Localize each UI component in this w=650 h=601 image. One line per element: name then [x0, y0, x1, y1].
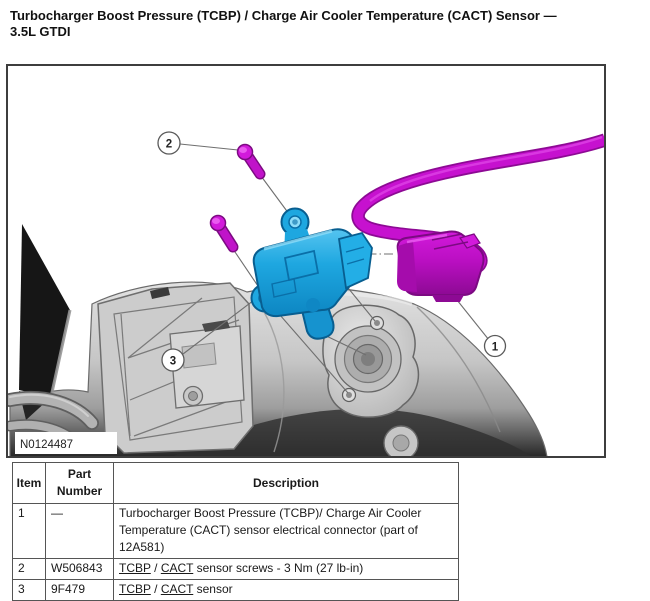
page-title-line1: Turbocharger Boost Pressure (TCBP) / Cha… — [10, 8, 557, 23]
table-row-3: 3 9F479 TCBP / CACT sensor — [12, 579, 459, 601]
figure-frame: 2 3 1 N0124487 — [6, 64, 606, 458]
callout-2-badge: 2 — [157, 131, 181, 155]
tcbp-link[interactable]: TCBP — [119, 582, 151, 596]
cact-link[interactable]: CACT — [160, 561, 194, 575]
row2-desc-rest: sensor screws - 3 Nm (27 lb-in) — [193, 561, 364, 575]
row3-desc-sep: / — [150, 582, 161, 596]
callout-3-badge: 3 — [161, 348, 185, 372]
row2-desc-sep: / — [150, 561, 161, 575]
row1-part-number: — — [45, 503, 114, 559]
row3-desc-rest: sensor — [193, 582, 233, 596]
page-title: Turbocharger Boost Pressure (TCBP) / Cha… — [10, 8, 644, 40]
row2-description: TCBP / CACT sensor screws - 3 Nm (27 lb-… — [113, 558, 459, 580]
row2-part-number: W506843 — [45, 558, 114, 580]
header-description: Description — [113, 462, 459, 504]
callout-2-number: 2 — [166, 139, 172, 151]
header-item: Item — [12, 462, 46, 504]
row1-description: Turbocharger Boost Pressure (TCBP)/ Char… — [113, 503, 459, 559]
tcbp-cact-sensor-illustration — [250, 207, 373, 340]
row1-item: 1 — [12, 503, 46, 559]
callout-3-number: 3 — [170, 356, 176, 368]
connector-harness-cable — [351, 133, 604, 276]
page-title-line2: 3.5L GTDI — [10, 24, 71, 39]
figure-id-label: N0124487 — [15, 432, 117, 454]
callout-1-number: 1 — [492, 342, 499, 354]
callout-1-badge: 1 — [483, 334, 507, 358]
tcbp-link[interactable]: TCBP — [119, 561, 151, 575]
row2-item: 2 — [12, 558, 46, 580]
header-part-number: Part Number — [45, 462, 114, 504]
figure-id-text: N0124487 — [20, 439, 73, 451]
parts-table: Item Part Number Description 1 — Turboch… — [12, 462, 459, 601]
electrical-connector-illustration — [396, 230, 485, 302]
parts-table-header-row: Item Part Number Description — [12, 462, 459, 504]
sensor-screw-upper — [236, 143, 266, 180]
sensor-mounting-boss — [322, 304, 420, 456]
row3-part-number: 9F479 — [45, 579, 114, 601]
table-row-1: 1 — Turbocharger Boost Pressure (TCBP)/ … — [12, 503, 459, 559]
sensor-screw-lower — [209, 214, 239, 253]
tcbp-sensor-diagram: 2 3 1 N0124487 — [8, 131, 604, 456]
row3-item: 3 — [12, 579, 46, 601]
table-row-2: 2 W506843 TCBP / CACT sensor screws - 3 … — [12, 558, 459, 580]
row3-description: TCBP / CACT sensor — [113, 579, 459, 601]
cact-link[interactable]: CACT — [160, 582, 194, 596]
mounting-flange-ribs — [97, 282, 254, 454]
